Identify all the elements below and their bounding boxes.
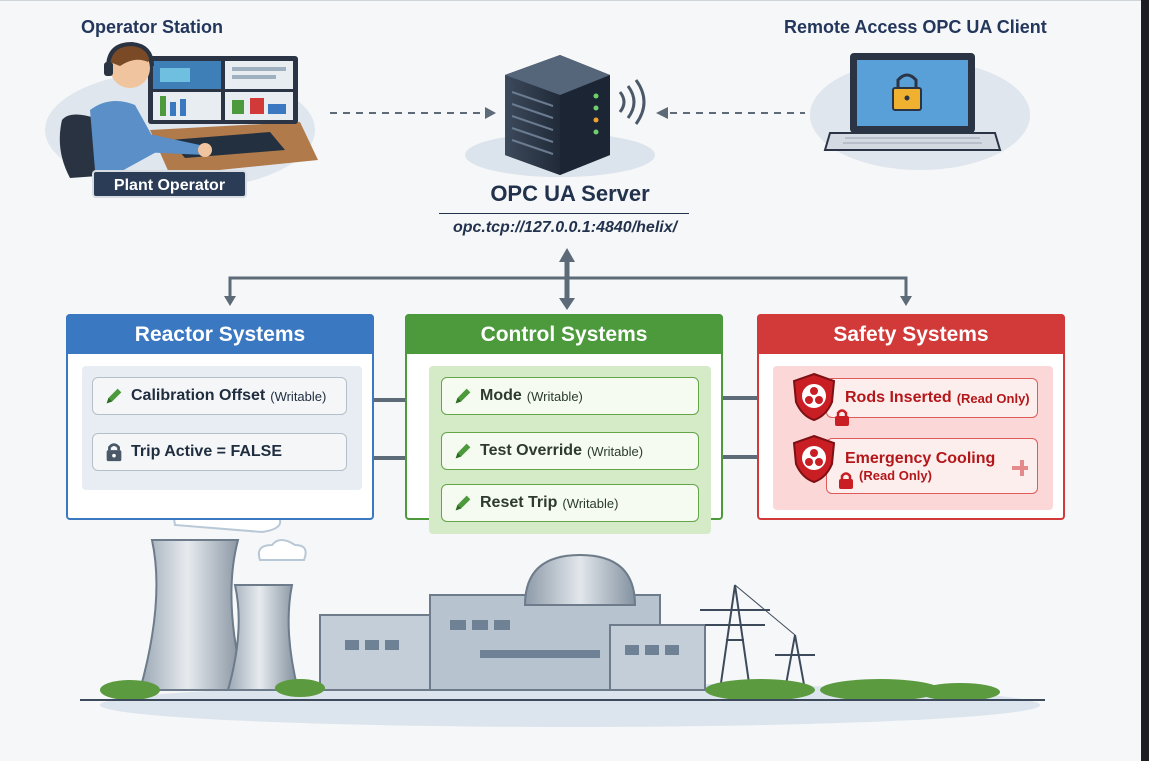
test-override-access: (Writable): [586, 443, 644, 459]
plant-operator-nameplate: Plant Operator: [92, 170, 247, 198]
control-systems-title: Control Systems: [405, 314, 723, 354]
operator-to-server-arrowhead: [485, 107, 496, 119]
pencil-icon: [455, 443, 471, 459]
server-rack-illustration: [505, 55, 646, 175]
remote-client-label: Remote Access OPC UA Client: [784, 17, 1047, 37]
server-distribution-arrows: [224, 248, 912, 310]
emergency-cooling-label: Emergency Cooling: [845, 449, 996, 467]
window-edge: [1141, 0, 1149, 761]
mode-label: Mode: [480, 387, 522, 404]
emergency-cooling-node[interactable]: Emergency Cooling (Read Only): [826, 438, 1038, 494]
rods-inserted-node[interactable]: Rods Inserted (Read Only): [826, 378, 1038, 418]
calibration-offset-access: (Writable): [270, 388, 327, 404]
server-endpoint-url: opc.tcp://127.0.0.1:4840/helix/: [452, 219, 678, 236]
pencil-icon: [106, 388, 122, 404]
reactor-systems-panel: Reactor Systems: [66, 314, 374, 520]
emergency-cooling-access: (Read Only): [859, 467, 932, 483]
reset-trip-node[interactable]: Reset Trip (Writable): [441, 484, 699, 522]
pencil-icon: [455, 495, 471, 511]
trip-active-node[interactable]: Trip Active = FALSE: [92, 433, 347, 471]
safety-systems-title: Safety Systems: [757, 314, 1065, 354]
calibration-offset-node[interactable]: Calibration Offset (Writable): [92, 377, 347, 415]
operator-station-label: Operator Station: [81, 17, 224, 37]
lock-icon: [106, 443, 122, 462]
mode-access: (Writable): [526, 388, 583, 404]
top-border: [0, 0, 1149, 1]
test-override-node[interactable]: Test Override (Writable): [441, 432, 699, 470]
power-plant-illustration: [80, 481, 1045, 727]
test-override-label: Test Override: [480, 442, 582, 459]
cooling-valve-icon: [1012, 460, 1028, 476]
operator-illustration: [59, 41, 318, 178]
lock-icon: [835, 409, 849, 426]
laptop-illustration: [823, 53, 1002, 151]
shield-lock-icon: [792, 372, 836, 422]
calibration-offset-label: Calibration Offset: [131, 387, 266, 404]
shield-lock-icon: [792, 434, 836, 484]
reset-trip-access: (Writable): [562, 495, 619, 511]
mode-node[interactable]: Mode (Writable): [441, 377, 699, 415]
lock-icon: [839, 472, 853, 489]
rods-inserted-label: Rods Inserted: [845, 389, 952, 406]
server-title: OPC UA Server: [490, 181, 650, 206]
reset-trip-label: Reset Trip: [480, 494, 558, 511]
server-title-underline: [439, 213, 689, 214]
trip-active-label: Trip Active = FALSE: [131, 443, 283, 460]
rods-inserted-access: (Read Only): [956, 390, 1030, 406]
client-to-server-arrowhead: [656, 107, 668, 119]
pencil-icon: [455, 388, 471, 404]
reactor-systems-title: Reactor Systems: [66, 314, 374, 354]
